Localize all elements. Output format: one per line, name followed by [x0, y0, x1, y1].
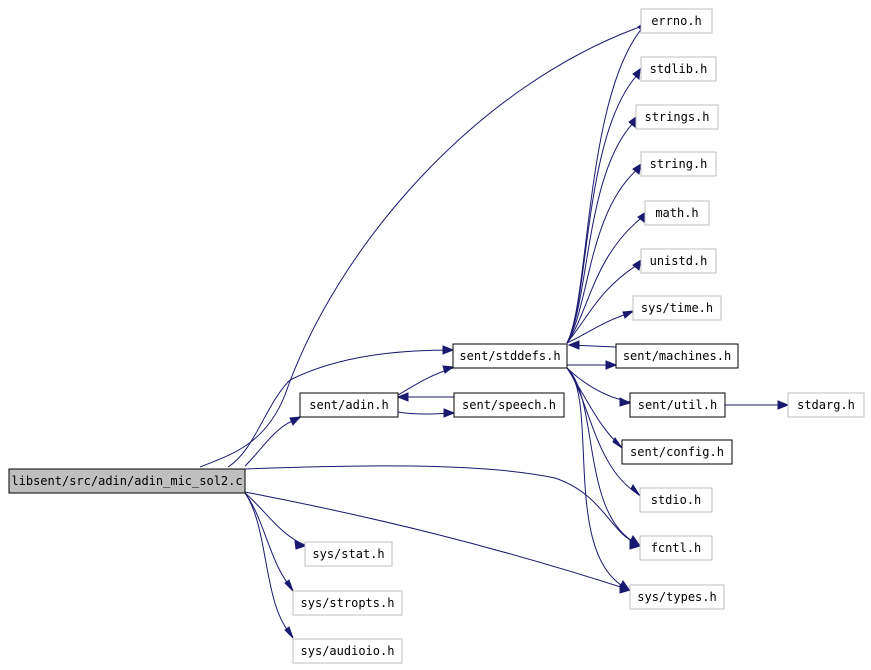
- node-label: math.h: [655, 206, 698, 220]
- node-label: sys/types.h: [637, 590, 716, 604]
- node-sent-util-h[interactable]: sent/util.h: [629, 392, 726, 418]
- edge-root-stddefs: [227, 345, 455, 468]
- node-label: errno.h: [651, 14, 702, 28]
- node-label: sent/adin.h: [309, 398, 388, 412]
- edge-stddefs-math: [566, 210, 647, 344]
- node-stdlib-h[interactable]: stdlib.h: [640, 56, 717, 82]
- node-sys-time-h[interactable]: sys/time.h: [632, 295, 722, 321]
- edge-util-stdarg: [725, 400, 790, 410]
- edge-stddefs-errno: [566, 20, 646, 344]
- node-label: stdarg.h: [797, 398, 855, 412]
- node-label: stdlib.h: [650, 62, 708, 76]
- edge-stddefs-machines-back: [567, 340, 617, 350]
- node-sys-stropts-h[interactable]: sys/stropts.h: [292, 590, 403, 616]
- edge-stddefs-stdlib: [566, 67, 641, 344]
- graph-edges: [199, 20, 790, 639]
- node-sys-stat-h[interactable]: sys/stat.h: [304, 541, 393, 567]
- node-sent-adin-h[interactable]: sent/adin.h: [299, 392, 399, 418]
- node-label: unistd.h: [650, 254, 708, 268]
- node-label: sent/config.h: [630, 445, 724, 459]
- node-label: sys/time.h: [641, 301, 713, 315]
- node-label: stdio.h: [651, 493, 702, 507]
- graph-nodes: libsent/src/adin/adin_mic_sol2.c errno.h…: [8, 8, 865, 664]
- node-label: string.h: [650, 157, 708, 171]
- edge-root-fcntl: [244, 465, 642, 550]
- node-label: sent/speech.h: [462, 398, 556, 412]
- node-errno-h[interactable]: errno.h: [640, 8, 713, 34]
- node-math-h[interactable]: math.h: [644, 200, 710, 226]
- node-sent-config-h[interactable]: sent/config.h: [621, 439, 733, 465]
- node-stdarg-h[interactable]: stdarg.h: [787, 392, 865, 418]
- node-label: fcntl.h: [651, 541, 702, 555]
- node-label: strings.h: [644, 110, 709, 124]
- edge-root-sysstat: [244, 492, 307, 550]
- node-fcntl-h[interactable]: fcntl.h: [639, 535, 713, 561]
- node-sent-stddefs-h[interactable]: sent/stddefs.h: [452, 343, 568, 369]
- edge-stddefs-string: [566, 162, 642, 344]
- node-label: sent/stddefs.h: [459, 349, 560, 363]
- edge-machines-stddefs: [567, 360, 618, 370]
- edge-root-adin: [244, 416, 302, 467]
- node-label: sent/machines.h: [623, 349, 731, 363]
- node-unistd-h[interactable]: unistd.h: [640, 248, 717, 274]
- edge-stddefs-systime: [566, 310, 635, 344]
- edge-stddefs-unistd: [566, 258, 642, 344]
- node-sys-types-h[interactable]: sys/types.h: [629, 584, 725, 610]
- edge-adin-speech: [397, 408, 456, 418]
- edge-speech-adin-back: [396, 392, 454, 402]
- edge-stddefs-systypes: [566, 367, 631, 592]
- node-label: sys/audioio.h: [301, 644, 395, 658]
- node-strings-h[interactable]: strings.h: [635, 104, 719, 130]
- node-sent-machines-h[interactable]: sent/machines.h: [615, 343, 739, 369]
- edge-stddefs-util: [566, 367, 632, 407]
- node-sent-speech-h[interactable]: sent/speech.h: [453, 392, 565, 418]
- edge-root-systypes: [244, 491, 632, 594]
- node-label: libsent/src/adin/adin_mic_sol2.c: [11, 474, 242, 488]
- edge-stddefs-stdio: [566, 367, 641, 497]
- edge-stddefs-fcntl: [566, 367, 641, 547]
- node-string-h[interactable]: string.h: [640, 151, 717, 177]
- edge-root-sysstropts: [244, 492, 294, 592]
- node-label: sys/stat.h: [312, 547, 384, 561]
- node-label: sent/util.h: [638, 398, 717, 412]
- edge-root-sysaudioio: [244, 492, 294, 639]
- edge-adin-stddefs: [397, 365, 455, 396]
- node-label: sys/stropts.h: [301, 596, 395, 610]
- node-sys-audioio-h[interactable]: sys/audioio.h: [292, 638, 403, 664]
- node-stdio-h[interactable]: stdio.h: [639, 487, 713, 513]
- node-root-file[interactable]: libsent/src/adin/adin_mic_sol2.c: [8, 468, 246, 494]
- edge-root-errno: [199, 21, 653, 468]
